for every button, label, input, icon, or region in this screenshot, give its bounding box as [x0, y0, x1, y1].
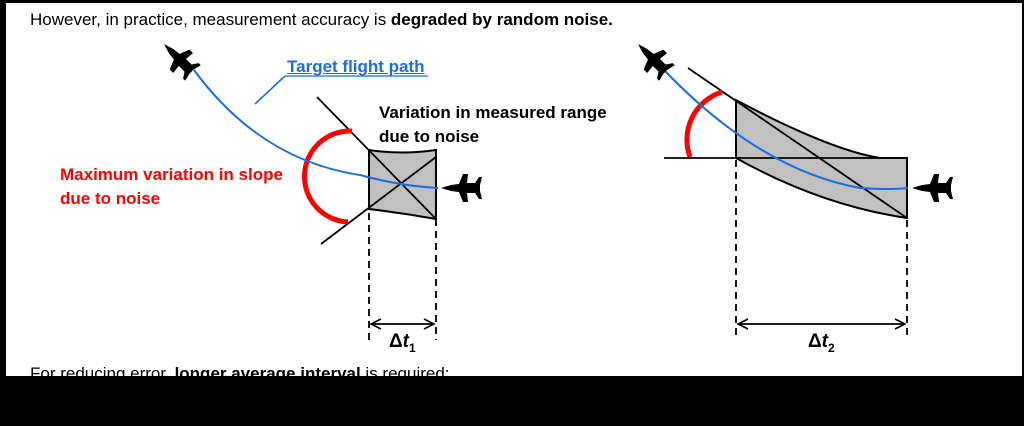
fighter-jet-icon [912, 174, 953, 202]
footer-emphasis: longer average interval [174, 364, 361, 376]
footer-prefix: For reducing error, [30, 364, 175, 376]
header-prefix: However, in practice, measurement accura… [30, 10, 391, 29]
bottom-band [0, 376, 1024, 426]
slope-arc-large [684, 89, 723, 158]
footer-suffix: is required: [360, 364, 450, 376]
slope-arc-small [302, 128, 353, 225]
slope-line-shallow [320, 156, 437, 245]
fighter-jet-icon [441, 174, 482, 202]
slope-variation-label: Maximum variation in slope due to noise [60, 163, 283, 211]
fighter-jet-icon [154, 34, 203, 83]
slope-variation-line1: Maximum variation in slope [60, 165, 283, 184]
slope-variation-line2: due to noise [60, 189, 161, 208]
slope-line-steep [316, 96, 437, 220]
short-interval-diagram [154, 34, 482, 340]
interval-label-t1: Δt1 [389, 331, 416, 355]
flight-path-right [663, 69, 909, 190]
range-variation-label: Variation in measured range due to noise [379, 101, 607, 149]
long-interval-diagram [628, 34, 953, 340]
interval-label-t2: Δt2 [808, 331, 835, 355]
header-text: However, in practice, measurement accura… [30, 10, 613, 30]
target-flight-path-label: Target flight path [287, 57, 425, 76]
footer-clip: For reducing error, longer average inter… [0, 364, 1024, 376]
label-leader-left [254, 75, 286, 105]
slope-line-long [687, 67, 908, 219]
range-variation-line2: due to noise [379, 127, 480, 146]
header-emphasis: degraded by random noise. [390, 10, 613, 29]
range-variation-line1: Variation in measured range [379, 103, 607, 122]
flight-path-left [193, 69, 439, 189]
footer-text: For reducing error, longer average inter… [30, 364, 450, 376]
